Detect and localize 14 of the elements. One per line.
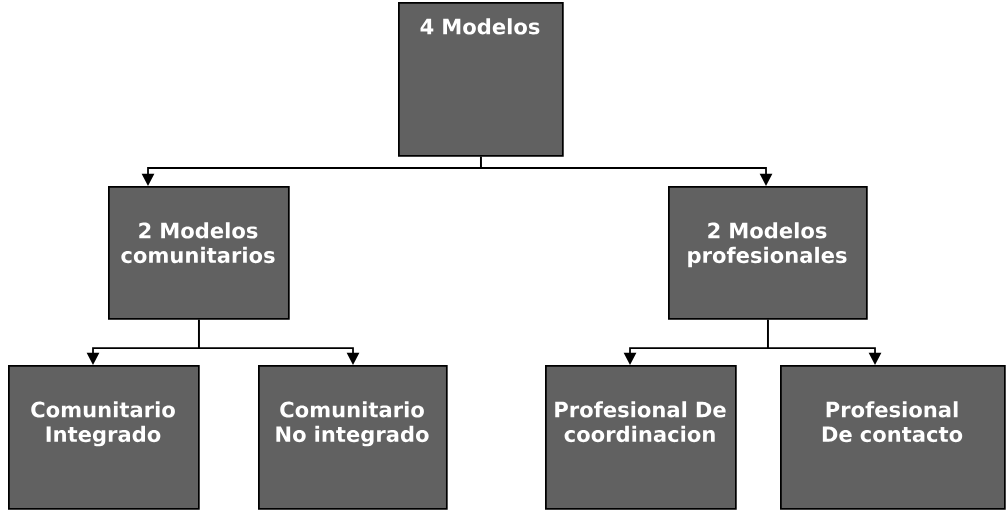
process-box	[398, 2, 564, 157]
box-label: Comunitario Integrado	[31, 401, 175, 447]
box-label: Profesional De contacto	[822, 401, 963, 443]
box-label: Profesional De coordinacion	[555, 401, 726, 443]
box-label: Comunitario No integrado	[276, 401, 429, 447]
box-label: 4 Modelos	[420, 18, 540, 35]
process-box	[8, 365, 200, 510]
box-label: 2 Modelos comunitarios	[121, 222, 275, 264]
process-box	[545, 365, 737, 510]
process-box	[108, 186, 290, 320]
process-box	[258, 365, 448, 510]
process-box	[780, 365, 1006, 510]
box-label: 2 Modelos profesionales	[688, 222, 847, 268]
process-box	[668, 186, 868, 320]
